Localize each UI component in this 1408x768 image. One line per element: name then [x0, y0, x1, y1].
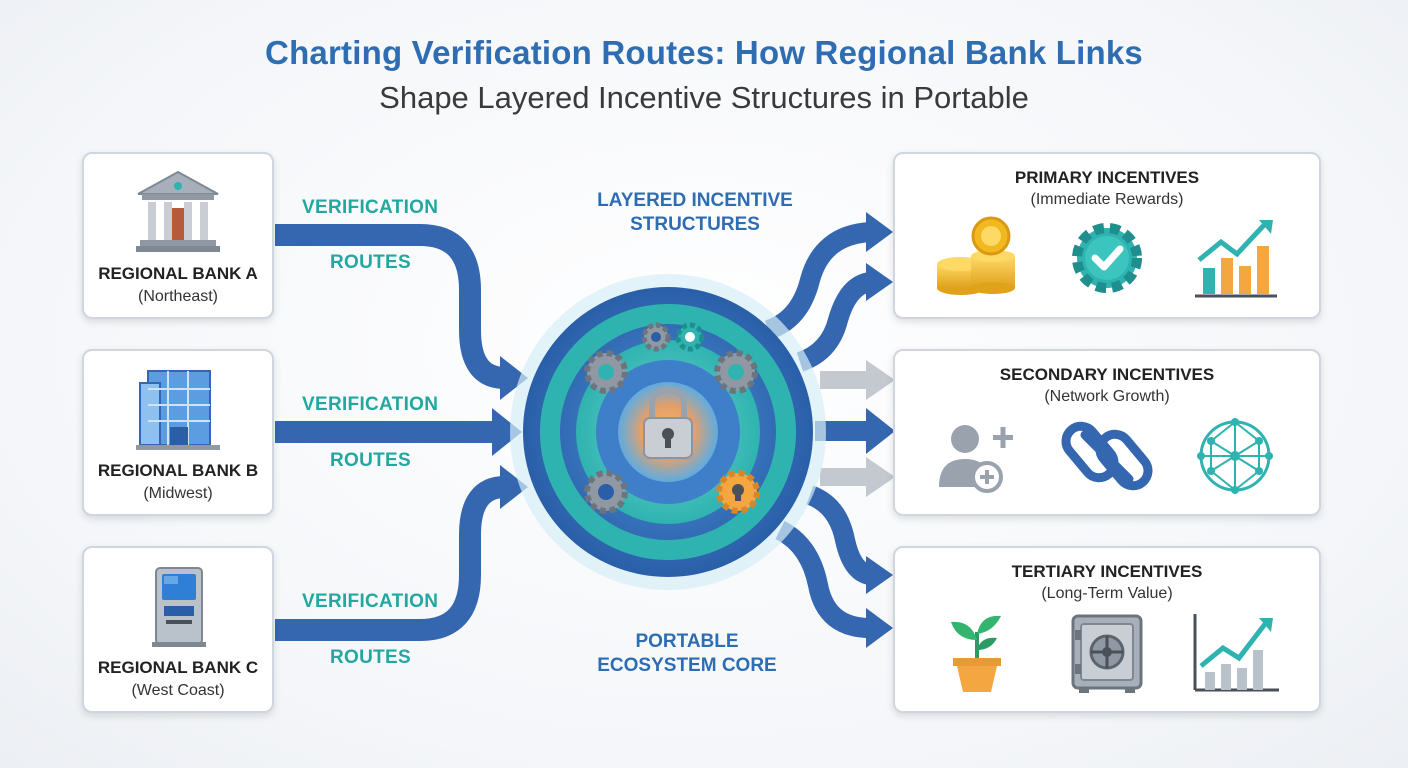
title-line-2: Shape Layered Incentive Structures in Po…: [379, 80, 1029, 115]
arrowhead-bank-c: [500, 465, 528, 509]
bank-name: REGIONAL BANK C: [97, 658, 259, 677]
bank-card-a[interactable]: REGIONAL BANK A (Northeast): [82, 152, 274, 319]
bank-region: (West Coast): [131, 682, 225, 699]
center-top-line-2: STRUCTURES: [630, 214, 760, 235]
center-bottom-label: PORTABLE ECOSYSTEM CORE: [552, 630, 822, 678]
center-top-line-1: LAYERED INCENTIVE: [597, 190, 793, 211]
arrowhead-bank-b: [492, 408, 522, 456]
gear-icon: [641, 322, 671, 352]
gear-icon: [584, 350, 628, 394]
arrowhead-primary-1: [866, 212, 893, 252]
secondary-incentives-card[interactable]: SECONDARY INCENTIVES (Network Growth): [893, 349, 1321, 516]
padlock-icon: [643, 386, 693, 459]
arrowhead-bank-a: [500, 356, 528, 400]
bank-name: REGIONAL BANK A: [98, 264, 258, 283]
potted-plant-icon: [951, 615, 1001, 692]
incentive-subheading: (Network Growth): [1044, 388, 1170, 405]
tertiary-incentives-card[interactable]: TERTIARY INCENTIVES (Long-Term Value): [893, 546, 1321, 713]
incentive-heading: SECONDARY INCENTIVES: [999, 365, 1215, 384]
office-building-icon: [136, 370, 220, 450]
route-label: ROUTES: [330, 252, 411, 273]
route-label: ROUTES: [330, 647, 411, 668]
primary-incentives-card[interactable]: PRIMARY INCENTIVES (Immediate Rewards): [893, 152, 1321, 319]
arrowhead-primary-2: [866, 263, 893, 301]
arrow-bank-c: [275, 476, 506, 641]
incentive-heading: TERTIARY INCENTIVES: [1011, 562, 1203, 581]
gear-icon: [584, 470, 628, 514]
incentive-subheading: (Immediate Rewards): [1030, 191, 1184, 208]
bank-region: (Midwest): [143, 485, 213, 502]
bank-name: REGIONAL BANK B: [97, 461, 259, 480]
network-globe-icon: [1197, 418, 1273, 494]
incentive-heading: PRIMARY INCENTIVES: [1014, 168, 1200, 187]
center-bottom-line-2: ECOSYSTEM CORE: [597, 655, 777, 676]
chain-link-icon: [1061, 421, 1153, 491]
arrowhead-tertiary-1: [866, 556, 893, 594]
bank-building-icon: [136, 170, 220, 252]
arrow-bank-a: [275, 224, 506, 389]
center-top-label: LAYERED INCENTIVE STRUCTURES: [560, 189, 830, 237]
route-label: ROUTES: [330, 450, 411, 471]
bank-card-c[interactable]: REGIONAL BANK C (West Coast): [82, 546, 274, 713]
vault-safe-icon: [1071, 614, 1143, 693]
route-label: VERIFICATION: [302, 394, 439, 415]
add-user-icon: [939, 425, 1013, 493]
trend-chart-icon: [1193, 614, 1279, 692]
bank-region: (Northeast): [137, 288, 219, 305]
incentive-subheading: (Long-Term Value): [1041, 585, 1173, 602]
gear-lock-icon: [716, 470, 760, 514]
gear-icon: [714, 350, 758, 394]
arrowhead-tertiary-2: [866, 608, 893, 648]
title-line-1: Charting Verification Routes: How Region…: [265, 34, 1143, 71]
growth-bar-chart-icon: [1195, 220, 1277, 298]
arrows-to-primary: [764, 222, 873, 372]
gear-icon: [675, 322, 705, 352]
coin-stack-icon: [937, 216, 1015, 295]
bank-card-b[interactable]: REGIONAL BANK B (Midwest): [82, 349, 274, 516]
route-label: VERIFICATION: [302, 591, 439, 612]
arrows-to-tertiary: [775, 485, 873, 638]
route-label: VERIFICATION: [302, 197, 439, 218]
gear-check-icon: [1072, 223, 1142, 293]
arrows-to-secondary: [815, 360, 895, 497]
atm-kiosk-icon: [152, 567, 206, 647]
center-bottom-line-1: PORTABLE: [635, 631, 739, 652]
